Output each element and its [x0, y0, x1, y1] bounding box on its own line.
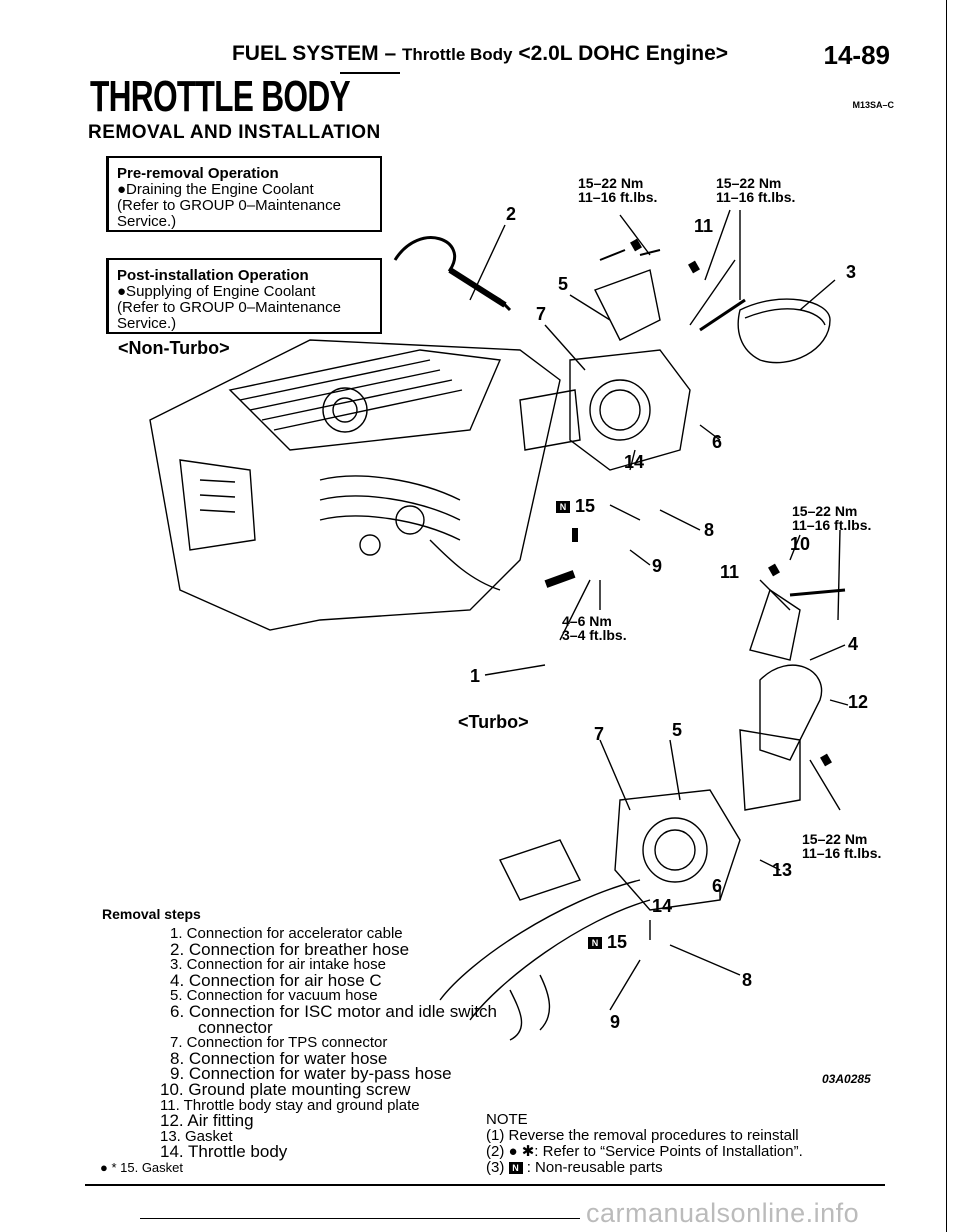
footer-rule	[140, 1218, 580, 1219]
callout-8-turbo: 8	[742, 970, 753, 990]
list-item: 11. Throttle body stay and ground plate	[160, 1096, 420, 1114]
list-item: 14. Throttle body	[160, 1142, 288, 1162]
non-reusable-badge: N	[556, 501, 570, 514]
callout-15: N 15	[556, 496, 595, 517]
page-number: 14-89	[823, 40, 891, 70]
callout-9-turbo: 9	[610, 1012, 621, 1032]
post-installation-box: Post-installation Operation ●Supplying o…	[106, 258, 382, 334]
bottom-rule	[85, 1184, 885, 1186]
variant-turbo: <Turbo>	[458, 712, 529, 732]
note-heading: NOTE	[486, 1111, 528, 1128]
header-rule	[340, 72, 400, 74]
callout-8: 8	[704, 520, 715, 540]
callout-13: 13	[772, 860, 793, 880]
list-item: 7. Connection for TPS connector	[170, 1034, 388, 1052]
watermark: carmanualsonline.info	[586, 1198, 860, 1228]
callout-9: 9	[652, 556, 663, 576]
figure-id: 03A0285	[822, 1072, 871, 1086]
document-id: M13SA–C	[852, 100, 894, 110]
callout-10: 10	[790, 534, 811, 554]
section-heading: REMOVAL AND INSTALLATION	[88, 122, 381, 143]
callout-15-turbo: N 15	[588, 932, 627, 953]
list-item: 13. Gasket	[160, 1127, 233, 1145]
page-edge	[946, 0, 947, 1232]
list-item: 9. Connection for water by-pass hose	[170, 1064, 452, 1084]
callout-4: 4	[848, 634, 859, 654]
list-item: 10. Ground plate mounting screw	[160, 1079, 411, 1099]
callout-6-turbo: 6	[712, 876, 723, 896]
callout-14-turbo: 14	[652, 896, 673, 916]
list-item: 2. Connection for breather hose	[170, 939, 410, 959]
callout-14: 14	[624, 452, 645, 472]
page-title: THROTTLE BODY	[90, 72, 351, 121]
removal-steps-heading: Removal steps	[102, 906, 201, 922]
page-header: FUEL SYSTEM – Throttle Body <2.0L DOHC E…	[231, 42, 729, 65]
list-item: 4. Connection for air hose C	[170, 970, 382, 990]
pre-removal-heading: Pre-removal Operation	[117, 165, 279, 182]
callout-7: 7	[536, 304, 547, 324]
callout-7-turbo: 7	[594, 724, 605, 744]
list-item: 6. Connection for ISC motor and idle swi…	[170, 1001, 497, 1021]
list-item: 8. Connection for water hose	[170, 1048, 388, 1068]
note-block: NOTE (1) Reverse the removal procedures …	[486, 1111, 803, 1176]
pre-removal-box: Pre-removal Operation ●Draining the Engi…	[106, 156, 382, 232]
callout-2: 2	[506, 204, 517, 224]
list-item: 5. Connection for vacuum hose	[170, 987, 378, 1005]
header-system: FUEL SYSTEM	[231, 42, 379, 65]
list-item: connector	[198, 1017, 273, 1037]
variant-non-turbo: <Non-Turbo>	[118, 338, 230, 358]
removal-steps-list: 1. Connection for accelerator cable 2. C…	[100, 925, 497, 1176]
header-subject: Throttle Body	[402, 45, 513, 64]
non-reusable-badge-turbo: N	[588, 937, 602, 950]
callout-12: 12	[848, 692, 869, 712]
callout-5: 5	[558, 274, 569, 294]
callout-6: 6	[712, 432, 723, 452]
callout-11: 11	[694, 216, 714, 236]
callout-1: 1	[470, 666, 481, 686]
list-item: 3. Connection for air intake hose	[170, 956, 386, 974]
non-reusable-icon: N	[508, 1162, 523, 1175]
list-item: 1. Connection for accelerator cable	[170, 925, 403, 942]
callout-5-turbo: 5	[672, 720, 683, 740]
callout-3: 3	[846, 262, 857, 282]
callout-11-lower: 11	[720, 562, 740, 582]
list-item: ● * 15. Gasket	[100, 1159, 184, 1175]
post-installation-heading: Post-installation Operation	[117, 267, 309, 284]
header-engine: <2.0L DOHC Engine>	[518, 42, 729, 65]
list-item: 12. Air fitting	[160, 1111, 254, 1131]
